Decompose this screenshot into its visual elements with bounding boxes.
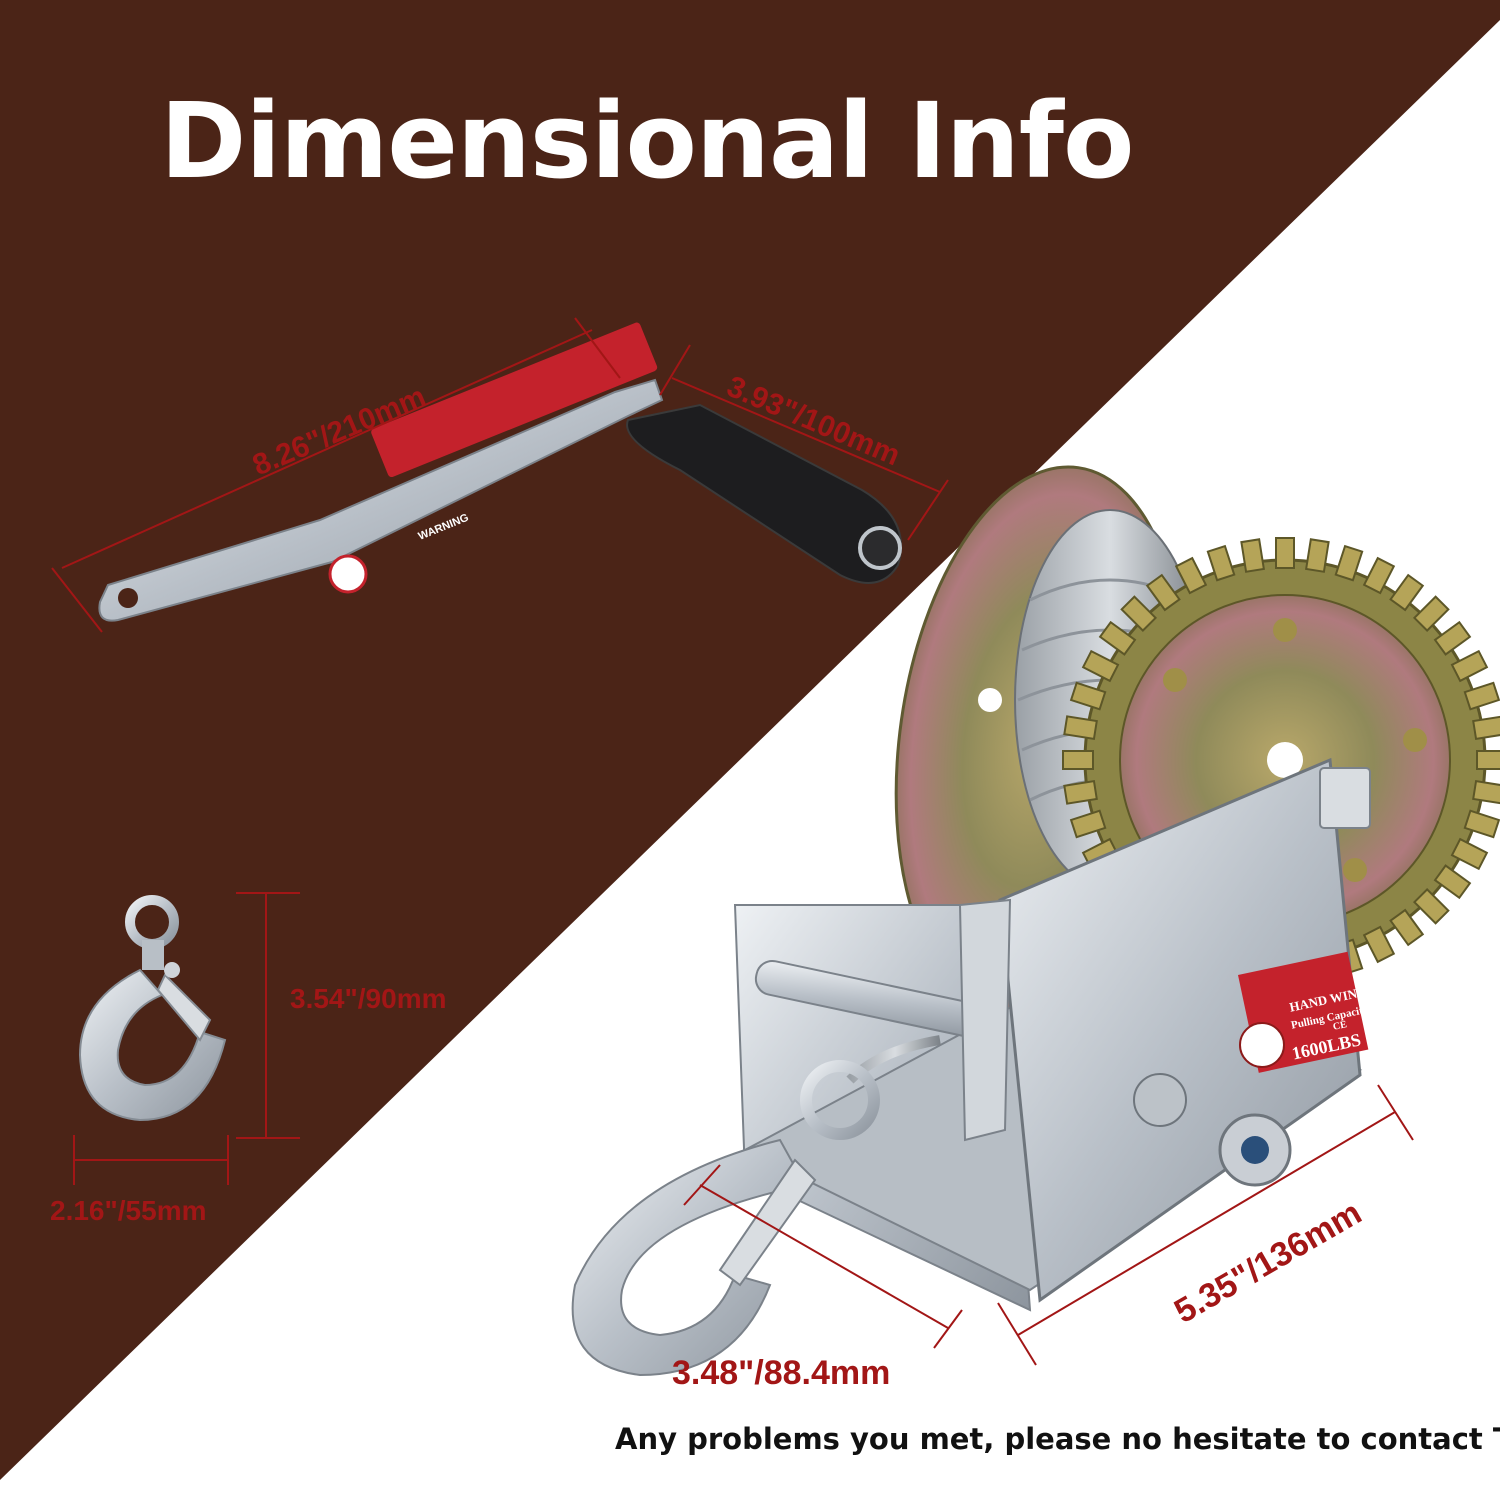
gear-tooth [1472, 780, 1500, 805]
gear-tooth [1062, 750, 1094, 770]
hand-winch-image [571, 465, 1500, 1377]
gear-tooth [1081, 649, 1120, 683]
footer-contact-note: Any problems you met, please no hesitate… [615, 1422, 1500, 1456]
gear-tooth [1098, 620, 1137, 656]
hook-dimension-lines [73, 892, 300, 1185]
crank-handle-image [98, 322, 903, 622]
gear-tooth [1450, 649, 1489, 683]
gear-tooth [1063, 780, 1098, 805]
gear-tooth [1275, 537, 1295, 569]
gear-tooth [1240, 538, 1265, 573]
gear-tooth [1412, 887, 1450, 925]
gear-tooth [1206, 544, 1236, 582]
gear-tooth [1412, 595, 1450, 633]
gear-tooth [1063, 715, 1098, 740]
winch-dimension-lines [683, 1084, 1414, 1366]
hook-image [78, 895, 227, 1122]
hook-height-label: 3.54"/90mm [290, 983, 447, 1014]
gear-tooth [1433, 864, 1472, 900]
gear-tooth [1362, 556, 1396, 595]
gear-tooth [1362, 925, 1396, 964]
gear-tooth [1069, 681, 1107, 711]
page-title: Dimensional Info [160, 80, 1134, 202]
gear-tooth [1145, 573, 1181, 612]
gear-tooth [1472, 715, 1500, 740]
gear-tooth [1476, 750, 1500, 770]
gear-tooth [1069, 809, 1107, 839]
gear-tooth [1174, 556, 1208, 595]
gear-tooth [1433, 620, 1472, 656]
gear-tooth [1389, 908, 1425, 947]
gear-tooth [1305, 538, 1330, 573]
winch-width-label: 3.48"/88.4mm [672, 1354, 891, 1392]
gear-tooth [1389, 573, 1425, 612]
gear-tooth [1463, 809, 1500, 839]
hook-width-label: 2.16"/55mm [50, 1195, 207, 1226]
gear-tooth [1463, 681, 1500, 711]
gear-tooth [1120, 595, 1158, 633]
gear-tooth [1334, 544, 1364, 582]
handle-dimension-lines [51, 317, 949, 633]
gear-tooth [1450, 837, 1489, 871]
